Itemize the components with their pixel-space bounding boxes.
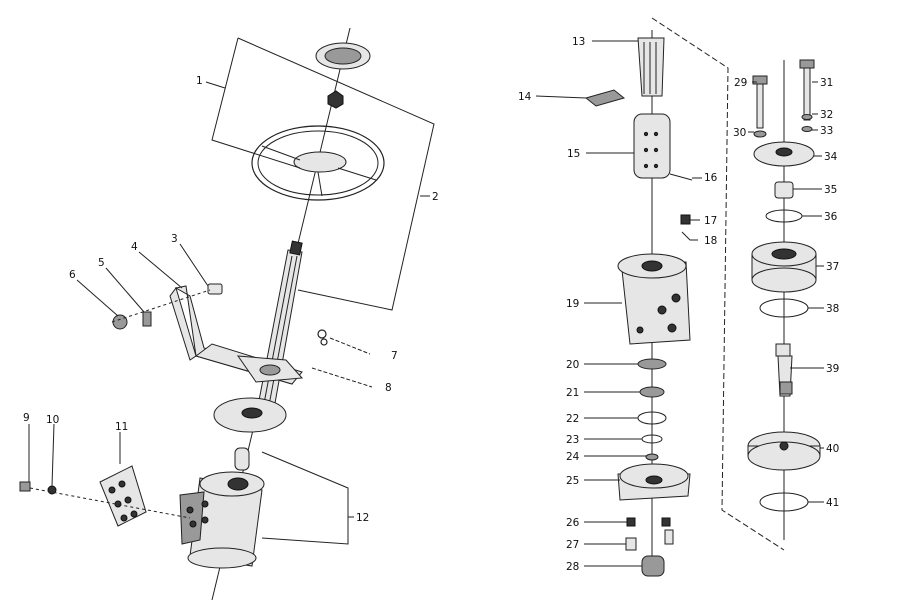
washer-30 xyxy=(753,130,767,138)
callout-23: 23 xyxy=(566,434,579,446)
bolt-29 xyxy=(756,79,764,129)
callout-3: 3 xyxy=(171,233,178,245)
callout-35: 35 xyxy=(824,184,837,196)
callout-40: 40 xyxy=(826,443,839,455)
pump-unit xyxy=(179,471,265,569)
callout-32: 32 xyxy=(820,109,833,121)
valve-housing xyxy=(617,253,691,345)
washer-20 xyxy=(637,358,667,370)
callout-4: 4 xyxy=(131,241,138,253)
hex-nut-35 xyxy=(774,181,794,199)
screw-27 xyxy=(625,537,637,551)
callout-38: 38 xyxy=(826,303,839,315)
part-14 xyxy=(584,89,626,107)
callout-37: 37 xyxy=(826,261,839,273)
callout-15: 15 xyxy=(567,148,580,160)
washer-33 xyxy=(801,126,813,132)
steering-nut xyxy=(327,90,344,109)
washer-32 xyxy=(801,114,813,120)
callout-27: 27 xyxy=(566,539,579,551)
middle-assembly xyxy=(584,30,693,577)
callout-7: 7 xyxy=(391,350,398,362)
end-cover xyxy=(617,463,691,501)
callout-28: 28 xyxy=(566,561,579,573)
callout-34: 34 xyxy=(824,151,838,163)
bolt-9 xyxy=(19,481,31,492)
valve-sleeve xyxy=(633,113,671,179)
callout-13: 13 xyxy=(572,36,585,48)
leader-lines xyxy=(28,40,824,567)
nut-6 xyxy=(112,314,128,330)
left-assembly xyxy=(19,27,435,601)
pin-16 xyxy=(669,173,693,181)
callout-5: 5 xyxy=(98,257,105,269)
bolt-31 xyxy=(803,63,811,121)
callout-36: 36 xyxy=(824,211,838,223)
callout-6: 6 xyxy=(69,269,76,281)
callout-2: 2 xyxy=(432,191,439,203)
callout-24: 24 xyxy=(566,451,580,463)
steering-wheel xyxy=(251,125,385,201)
coupling-sleeve xyxy=(234,447,250,471)
callout-19: 19 xyxy=(566,298,579,310)
drive-shaft xyxy=(775,343,793,397)
callout-16: 16 xyxy=(704,172,718,184)
check-plug-17 xyxy=(680,214,691,225)
callout-39: 39 xyxy=(826,363,839,375)
callout-25: 25 xyxy=(566,475,579,487)
screw-26b xyxy=(661,517,671,527)
callout-20: 20 xyxy=(566,359,579,371)
callout-33: 33 xyxy=(820,125,833,137)
steering-shaft xyxy=(255,240,303,421)
callout-41: 41 xyxy=(826,497,839,509)
distributor-plate xyxy=(747,431,821,471)
cap-28 xyxy=(641,555,665,577)
callout-26: 26 xyxy=(566,517,580,529)
ring-24 xyxy=(645,453,659,461)
callout-8: 8 xyxy=(385,382,392,394)
callout-31: 31 xyxy=(820,77,833,89)
callout-9: 9 xyxy=(23,412,30,424)
spline-shaft xyxy=(637,37,665,97)
washer-5 xyxy=(142,311,152,327)
callout-22: 22 xyxy=(566,413,579,425)
callout-11: 11 xyxy=(115,421,128,433)
right-assembly xyxy=(651,17,821,551)
bolt-3 xyxy=(207,283,223,295)
washer-21 xyxy=(639,386,665,398)
screw-26 xyxy=(626,517,636,527)
callout-17: 17 xyxy=(704,215,717,227)
callout-10: 10 xyxy=(46,414,59,426)
callout-21: 21 xyxy=(566,387,579,399)
small-parts-7 xyxy=(317,329,328,346)
callout-labels: 1 2 3 4 5 6 7 8 9 10 11 12 13 14 15 16 1… xyxy=(23,36,839,573)
callout-18: 18 xyxy=(704,235,717,247)
gerotor-set xyxy=(751,241,817,293)
callout-29: 29 xyxy=(734,77,747,89)
callout-1: 1 xyxy=(196,75,203,87)
callout-14: 14 xyxy=(518,91,532,103)
callout-30: 30 xyxy=(733,127,746,139)
screw-27b xyxy=(664,529,674,545)
callout-12: 12 xyxy=(356,512,369,524)
